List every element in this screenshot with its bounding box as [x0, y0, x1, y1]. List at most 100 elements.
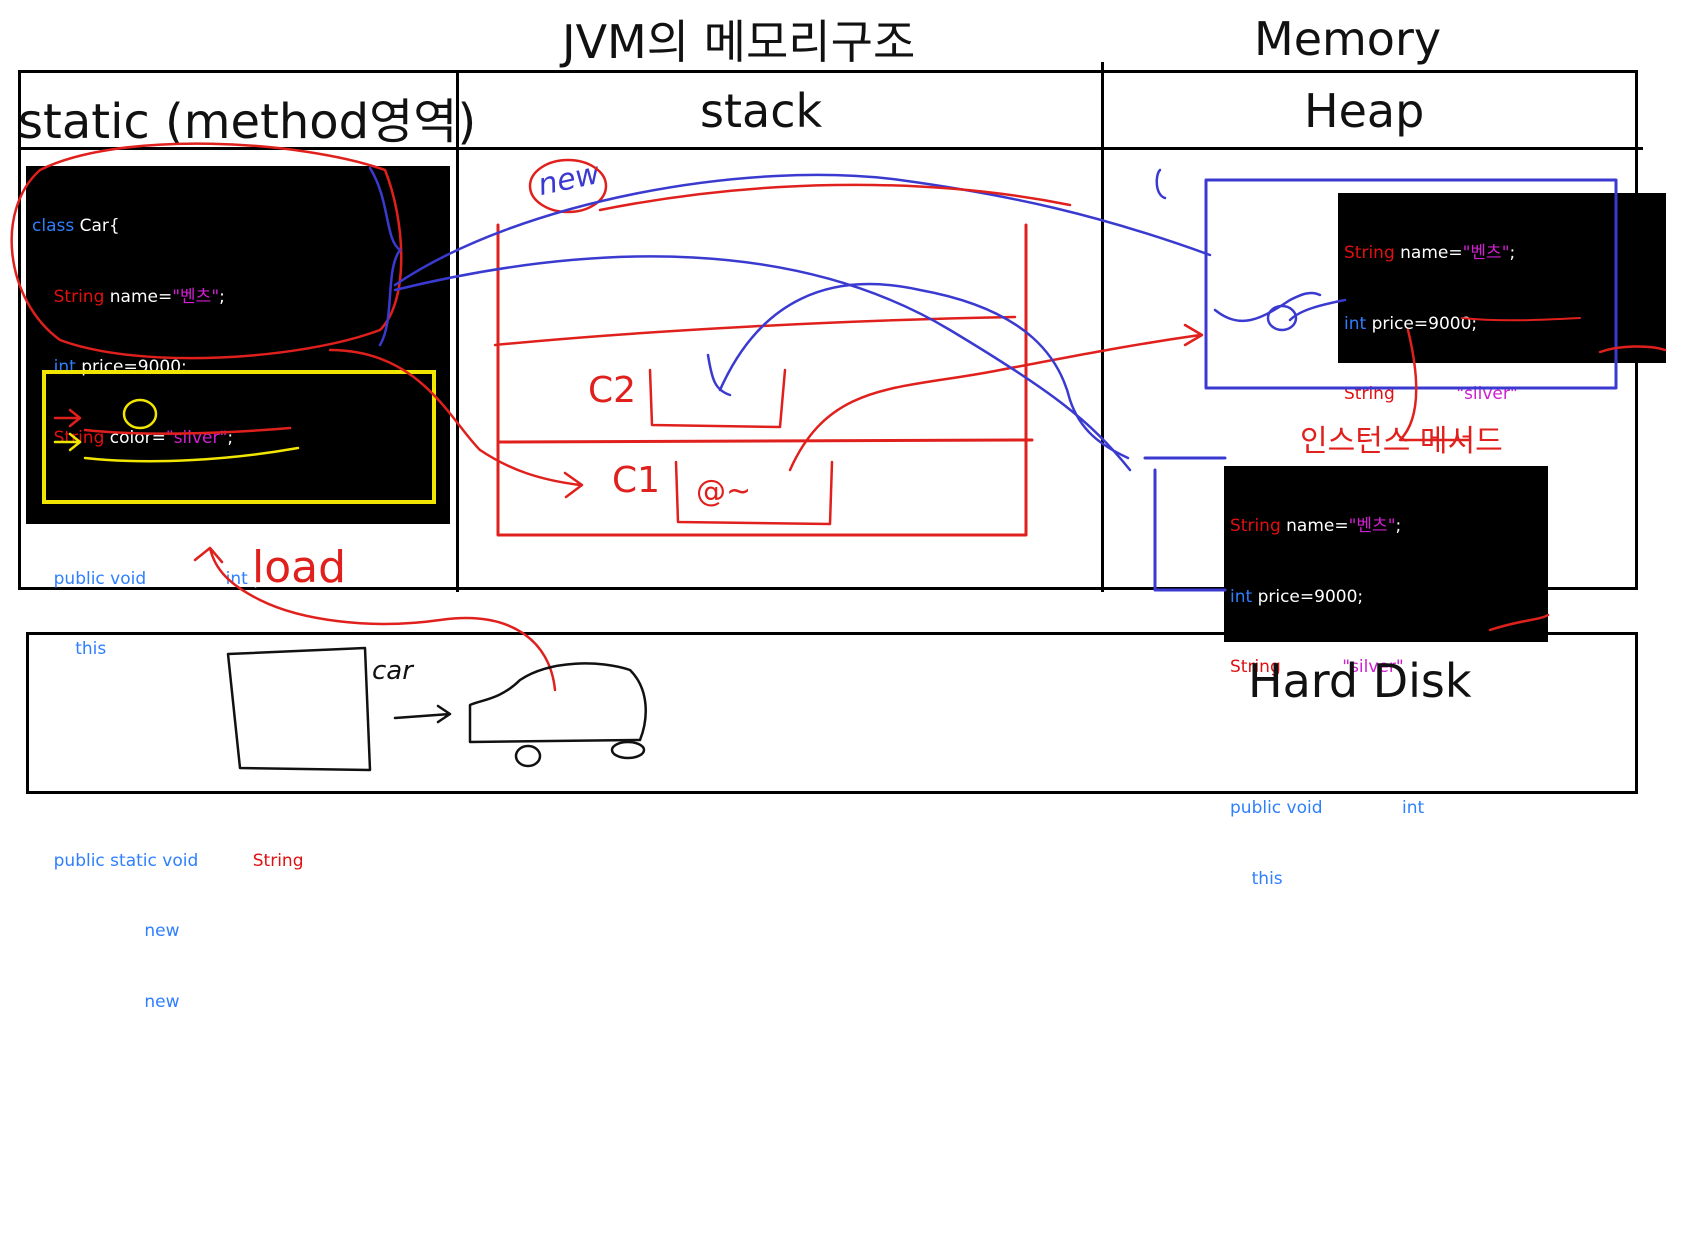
class-to-heap-blue-line-2 [393, 255, 1132, 472]
car-arrow-sketch [393, 704, 452, 724]
code-token: ; [1509, 243, 1516, 263]
code-token: price=9000; [1252, 586, 1364, 607]
code-token: price){ [247, 568, 313, 589]
code-line: Car c2 = new Car(); [32, 991, 444, 1015]
code-token: Car(); [179, 921, 234, 941]
code-token: price=9000; [1366, 313, 1478, 334]
code-token: color= [1280, 657, 1343, 677]
code-token: "벤츠" [1462, 243, 1510, 263]
top-red-curve [598, 183, 1072, 212]
c2-hook-ink [706, 353, 732, 397]
code-token: Car c1 = [64, 921, 145, 941]
code-line: this.price=price; [1230, 868, 1542, 892]
header-divider [18, 147, 1643, 150]
class-circle-ink [10, 142, 403, 360]
class-brace-ink [368, 166, 402, 347]
hard-disk-label: Hard Disk [1248, 654, 1472, 708]
c2-slot-ink [648, 368, 787, 429]
code-token: String [252, 850, 304, 871]
code-line: } [32, 1132, 444, 1156]
code-line: class Car{ [32, 215, 444, 239]
code-line: } [32, 1202, 444, 1226]
code-token: String [1230, 516, 1281, 536]
code-token: ; [1517, 384, 1524, 404]
code-line: } [1230, 938, 1542, 962]
code-token: } [53, 1132, 65, 1153]
car-wheel-2 [610, 740, 646, 760]
code-token: int [1344, 313, 1367, 334]
code-token: "silver" [1342, 657, 1404, 677]
code-token: main( [198, 850, 253, 871]
code-token: new [144, 921, 180, 941]
code-line: public void setPrice(int price){ [1230, 797, 1542, 821]
c1-arrow-marker [53, 408, 82, 428]
code-token: Car{ [74, 216, 120, 236]
main-to-c1-arrow [328, 348, 584, 499]
setprice-red-underline [1461, 317, 1581, 322]
memory-label: Memory [1254, 12, 1442, 66]
code-line: public static void main(String[] args){ [32, 850, 444, 874]
code-token: public void [1230, 798, 1323, 818]
c1-label: C1 [612, 460, 661, 501]
code-token: } [53, 709, 65, 730]
code-token: name= [104, 286, 173, 307]
instance-method-annotation: 인스턴스 메서드 [1300, 424, 1503, 459]
header-stack: stack [700, 84, 823, 138]
code-token: String [1344, 243, 1395, 263]
code-line: this.price=price; [32, 638, 444, 662]
code-token: } [1344, 666, 1355, 686]
heap-blue-scribble [1213, 291, 1347, 323]
load-label: load [252, 542, 347, 593]
new-circle-ink [528, 158, 608, 214]
car-label: car [372, 656, 413, 686]
column-divider-1 [456, 70, 459, 592]
code-token: price){ [1538, 525, 1604, 545]
ink-overlay [10, 142, 1667, 772]
stack-frame-ink [496, 223, 1028, 537]
c2-arrow-marker [53, 432, 82, 452]
stack-divider-ink [496, 438, 1034, 444]
code-token: Car c3 = c2; [64, 1062, 171, 1082]
code-token: ; [1395, 516, 1402, 536]
code-line: int price=9000; [1344, 313, 1660, 337]
code-token: int [225, 568, 248, 589]
code-line: } [32, 709, 444, 733]
heap-blue-hook-ink [1155, 168, 1167, 200]
code-token: setPrice( [146, 568, 226, 589]
header-heap: Heap [1304, 84, 1425, 138]
code-token: name= [1280, 516, 1349, 536]
c1-slot-ink [674, 460, 834, 526]
code-token: "벤츠" [1348, 516, 1396, 536]
c1-red-underline [83, 426, 292, 435]
code-token: ; [227, 427, 234, 448]
column-divider-2 [1101, 62, 1104, 592]
stack-top-line-ink [493, 315, 1017, 347]
car-sketch [468, 662, 647, 744]
code-token: class [32, 216, 75, 236]
car-file-sketch [226, 646, 372, 772]
main-method-highlight-box [42, 370, 436, 504]
code-token: ; [219, 286, 225, 307]
code-token: Car(); [179, 991, 234, 1012]
code-token: [] args){ [303, 850, 377, 871]
heap-red-scribble-1 [1598, 345, 1667, 354]
heap-instance-panel-1: String name="벤츠"; int price=9000; String… [1338, 193, 1666, 686]
load-arrow-ink [193, 546, 557, 692]
code-line: int price=9000; [1230, 586, 1542, 610]
code-line: String color="silver"; [1230, 656, 1542, 680]
code-token: .price=price; [1282, 868, 1393, 889]
code-token: Car c2 = [64, 991, 145, 1012]
code-token: String [1230, 657, 1281, 677]
c2-yellow-underline [83, 446, 300, 463]
code-token: String [53, 286, 105, 307]
code-token: setPrice( [1322, 798, 1403, 818]
code-token: price){ [1424, 798, 1490, 818]
code-token: int [1230, 586, 1253, 607]
c2-label: C2 [588, 370, 637, 411]
code-line: String name="벤츠"; [1230, 515, 1542, 539]
c1-value: @~ [696, 474, 752, 509]
code-token: } [32, 1203, 43, 1223]
c1-to-heap-arrow [788, 323, 1204, 472]
code-token: this [1251, 868, 1283, 889]
code-token: name= [1394, 243, 1463, 263]
